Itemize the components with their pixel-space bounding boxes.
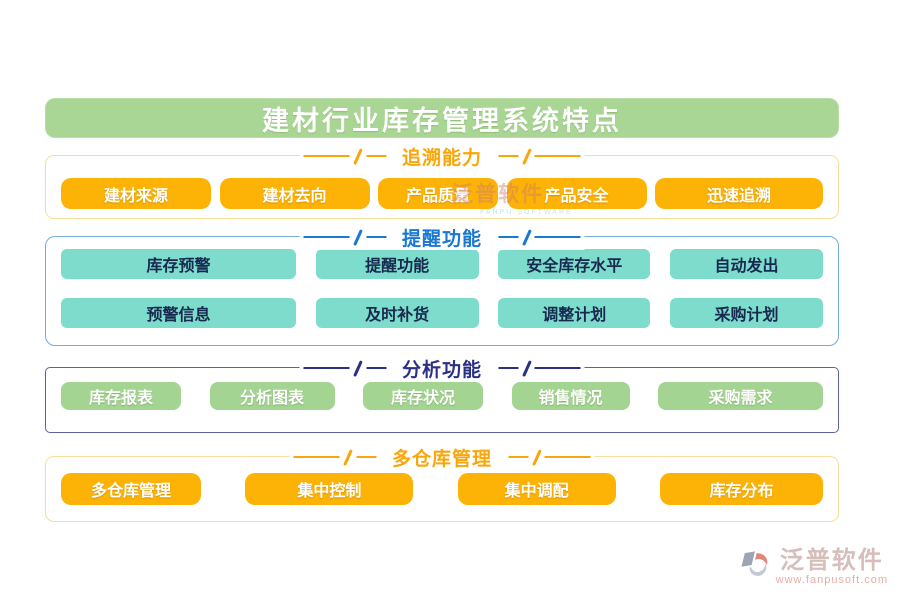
feature-button-central-control[interactable]: 集中控制 bbox=[245, 473, 414, 505]
feature-button-purchase-plan[interactable]: 采购计划 bbox=[669, 298, 823, 328]
divider-line bbox=[498, 155, 519, 157]
slash-icon bbox=[521, 359, 531, 377]
divider-line bbox=[355, 456, 376, 458]
section-reminder: 提醒功能 库存预警 提醒功能 安全库存水平 自动发出 预警信息 及时补货 调整计… bbox=[45, 224, 839, 346]
divider-line bbox=[365, 367, 386, 369]
feature-button-stock-warning[interactable]: 库存预警 bbox=[61, 249, 296, 279]
vendor-logo-url: www.fanpusoft.com bbox=[775, 574, 888, 586]
section-traceability: 追溯能力 建材来源 建材去向 产品质量 产品安全 迅速追溯 bbox=[45, 143, 839, 219]
slash-icon bbox=[531, 448, 541, 466]
feature-button-product-quality[interactable]: 产品质量 bbox=[378, 178, 498, 209]
button-row: 建材来源 建材去向 产品质量 产品安全 迅速追溯 bbox=[46, 178, 838, 209]
divider-line bbox=[544, 456, 591, 458]
fanpu-logo-icon bbox=[741, 551, 767, 576]
divider-line bbox=[498, 367, 519, 369]
feature-button-rapid-trace[interactable]: 迅速追溯 bbox=[655, 178, 823, 209]
slash-icon bbox=[521, 147, 531, 165]
feature-button-multi-warehouse[interactable]: 多仓库管理 bbox=[61, 473, 201, 505]
feature-button-stock-distribution[interactable]: 库存分布 bbox=[659, 473, 823, 505]
feature-button-material-source[interactable]: 建材来源 bbox=[61, 178, 211, 209]
divider-line bbox=[534, 367, 581, 369]
page-title: 建材行业库存管理系统特点 bbox=[45, 98, 839, 138]
button-row: 预警信息 及时补货 调整计划 采购计划 bbox=[46, 298, 838, 328]
button-row: 库存报表 分析图表 库存状况 销售情况 采购需求 bbox=[46, 382, 838, 410]
button-row: 多仓库管理 集中控制 集中调配 库存分布 bbox=[46, 473, 838, 505]
feature-button-stock-report[interactable]: 库存报表 bbox=[61, 382, 181, 410]
divider-line bbox=[303, 236, 350, 238]
feature-button-safety-stock-level[interactable]: 安全库存水平 bbox=[498, 249, 651, 279]
divider-line bbox=[303, 367, 350, 369]
feature-button-timely-replenish[interactable]: 及时补货 bbox=[315, 298, 479, 328]
section-header: 追溯能力 bbox=[299, 143, 585, 169]
divider-line bbox=[498, 236, 519, 238]
divider-line bbox=[365, 236, 386, 238]
slash-icon bbox=[353, 359, 363, 377]
section-header: 分析功能 bbox=[299, 355, 585, 381]
feature-button-warning-info[interactable]: 预警信息 bbox=[61, 298, 296, 328]
section-title: 追溯能力 bbox=[401, 147, 483, 169]
divider-line bbox=[303, 155, 350, 157]
feature-button-analysis-chart[interactable]: 分析图表 bbox=[209, 382, 335, 410]
slash-icon bbox=[521, 228, 531, 246]
section-title: 提醒功能 bbox=[401, 228, 483, 250]
divider-line bbox=[508, 456, 529, 458]
section-analysis: 分析功能 库存报表 分析图表 库存状况 销售情况 采购需求 bbox=[45, 355, 839, 433]
slash-icon bbox=[353, 228, 363, 246]
vendor-logo-name: 泛普软件 bbox=[779, 547, 884, 574]
feature-button-material-destination[interactable]: 建材去向 bbox=[219, 178, 370, 209]
feature-button-reminder-function[interactable]: 提醒功能 bbox=[315, 249, 479, 279]
slash-icon bbox=[343, 448, 353, 466]
divider-line bbox=[365, 155, 386, 157]
slash-icon bbox=[353, 147, 363, 165]
section-header: 多仓库管理 bbox=[289, 444, 595, 470]
section-multi-warehouse: 多仓库管理 多仓库管理 集中控制 集中调配 库存分布 bbox=[45, 444, 839, 522]
vendor-logo: 泛普软件 www.fanpusoft.com bbox=[738, 548, 888, 586]
button-row: 库存预警 提醒功能 安全库存水平 自动发出 bbox=[46, 249, 838, 279]
section-header: 提醒功能 bbox=[299, 224, 585, 250]
feature-button-stock-status[interactable]: 库存状况 bbox=[363, 382, 483, 410]
feature-button-adjust-plan[interactable]: 调整计划 bbox=[498, 298, 651, 328]
feature-button-sales-status[interactable]: 销售情况 bbox=[511, 382, 630, 410]
feature-button-central-dispatch[interactable]: 集中调配 bbox=[457, 473, 616, 505]
section-title: 分析功能 bbox=[401, 359, 483, 381]
feature-button-product-safety[interactable]: 产品安全 bbox=[506, 178, 647, 209]
divider-line bbox=[534, 236, 581, 238]
divider-line bbox=[534, 155, 581, 157]
section-title: 多仓库管理 bbox=[391, 448, 493, 470]
feature-button-purchase-demand[interactable]: 采购需求 bbox=[658, 382, 823, 410]
divider-line bbox=[293, 456, 340, 458]
feature-button-auto-send[interactable]: 自动发出 bbox=[669, 249, 823, 279]
